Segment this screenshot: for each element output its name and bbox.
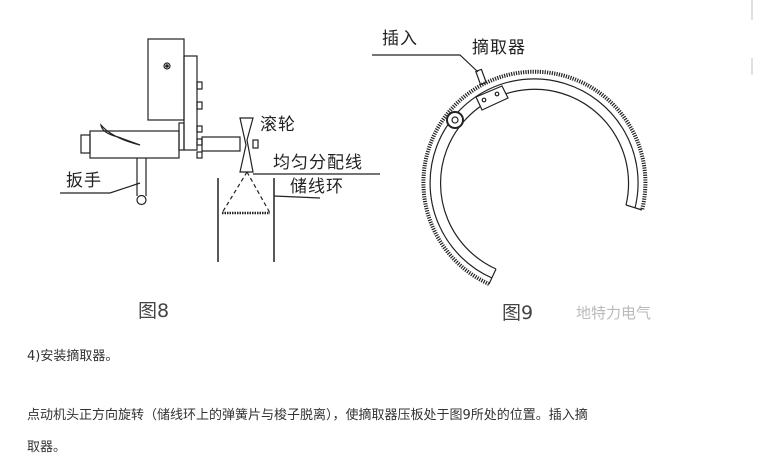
- label-distribute-line: 均匀分配线: [273, 153, 363, 173]
- figure-8-caption: 图8: [138, 300, 170, 322]
- extractor-pivot: [446, 111, 464, 129]
- extractor-plate: [475, 85, 509, 111]
- screw: [163, 62, 171, 70]
- extractor-ring-outer: [429, 78, 639, 279]
- label-storage-ring: 储线环: [290, 177, 344, 197]
- roller: [239, 117, 254, 173]
- paragraph-line-1: 点动机头正方向旋转（储线环上的弹簧片与梭子脱离），使摘取器压板处于图9所处的位置…: [27, 408, 588, 423]
- label-insert: 插入: [382, 29, 418, 49]
- figure-9-caption: 图9: [502, 302, 534, 324]
- shaft: [201, 136, 241, 152]
- extractor-ring-teeth: [421, 69, 648, 286]
- extractor-ring-inner: [440, 88, 630, 270]
- watermark: 地特力电气: [576, 304, 652, 322]
- paragraph-line-2: 取器。: [27, 440, 67, 455]
- label-wrench: 扳手: [66, 171, 102, 191]
- step-heading: 4)安装摘取器。: [27, 349, 119, 364]
- label-roller: 滚轮: [260, 115, 296, 135]
- lever-knob: [136, 194, 147, 206]
- storage-ring: [217, 178, 275, 262]
- label-extractor: 摘取器: [472, 38, 526, 58]
